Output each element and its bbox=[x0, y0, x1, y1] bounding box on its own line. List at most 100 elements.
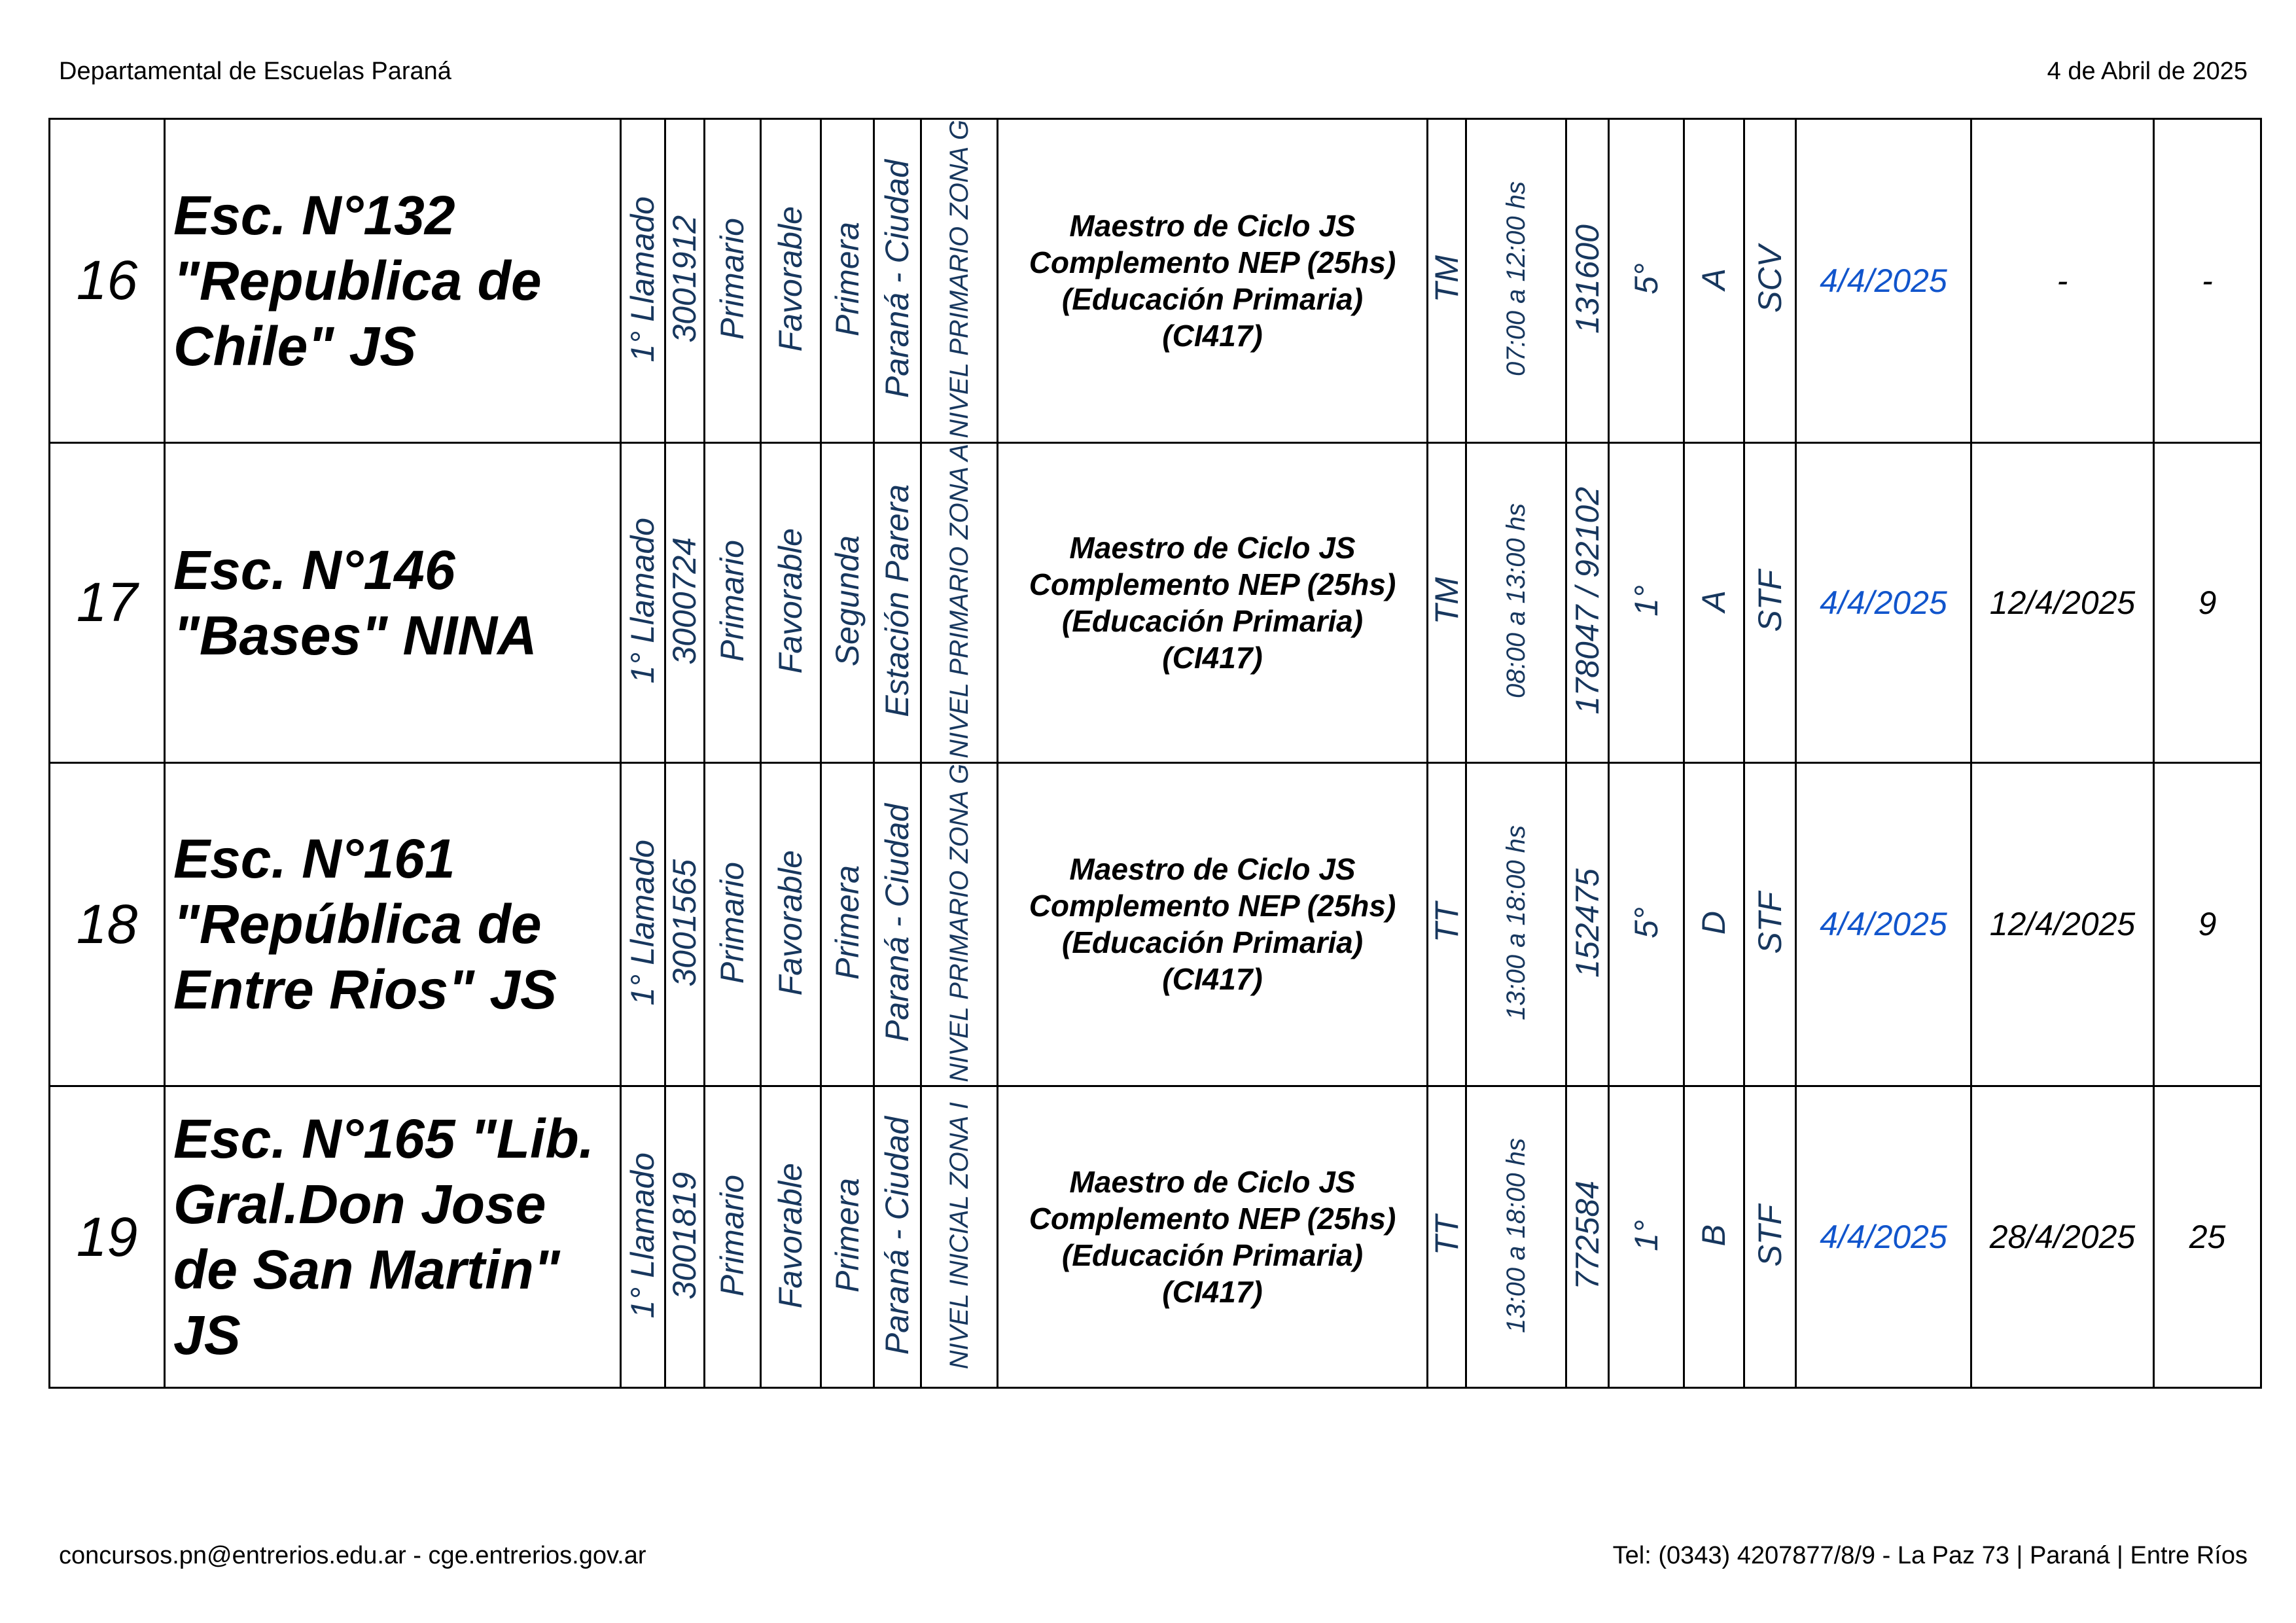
category: Primera bbox=[828, 221, 866, 336]
shift-cell: TM bbox=[1426, 118, 1467, 444]
shift-cell: TT bbox=[1426, 761, 1467, 1088]
section: A bbox=[1695, 268, 1733, 291]
category-cell: Segunda bbox=[820, 441, 875, 764]
type: Favorable bbox=[772, 1162, 809, 1309]
position-line: (CI417) bbox=[1162, 962, 1263, 997]
call-number: 1° Llamado bbox=[624, 196, 662, 363]
start-date-cell: 4/4/2025 bbox=[1795, 441, 1972, 764]
locality: Estación Parera bbox=[879, 484, 916, 718]
school-name: Esc. N°165 "Lib. Gral.Don Jose de San Ma… bbox=[173, 1108, 595, 1366]
position-line: Complemento NEP (25hs) bbox=[1029, 1202, 1396, 1236]
end-date-cell: 12/4/2025 bbox=[1970, 441, 2155, 764]
schedule: 07:00 a 12:00 hs bbox=[1502, 181, 1530, 377]
position-id: 131600 bbox=[1568, 224, 1606, 334]
school-code: 3001912 bbox=[666, 215, 703, 343]
locality-cell: Estación Parera bbox=[873, 441, 922, 764]
days: 9 bbox=[2198, 906, 2217, 943]
shift-cell: TM bbox=[1426, 441, 1467, 764]
position-line: Complemento NEP (25hs) bbox=[1029, 245, 1396, 279]
category: Segunda bbox=[828, 535, 866, 667]
grade-cell: 1° bbox=[1608, 1085, 1685, 1389]
start-date-cell: 4/4/2025 bbox=[1795, 1085, 1972, 1389]
level-cell: Primario bbox=[703, 1085, 762, 1389]
row-number: 17 bbox=[76, 571, 138, 633]
schedule: 08:00 a 13:00 hs bbox=[1502, 503, 1530, 699]
schedule-cell: 13:00 a 18:00 hs bbox=[1465, 1085, 1567, 1389]
position-line: Complemento NEP (25hs) bbox=[1029, 567, 1396, 601]
end-date: 28/4/2025 bbox=[1989, 1219, 2136, 1256]
days: 25 bbox=[2189, 1219, 2226, 1256]
school-name: Esc. N°132 "Republica de Chile" JS bbox=[173, 184, 542, 377]
school-name: Esc. N°146 "Bases" NINA bbox=[173, 539, 537, 666]
row-number-cell: 18 bbox=[48, 761, 166, 1088]
section: B bbox=[1695, 1224, 1733, 1247]
school-code: 3001565 bbox=[666, 859, 703, 987]
grade-cell: 5° bbox=[1608, 118, 1685, 444]
table-row: 19 Esc. N°165 "Lib. Gral.Don Jose de San … bbox=[48, 1085, 2262, 1389]
days-cell: 9 bbox=[2153, 441, 2262, 764]
grade: 1° bbox=[1627, 585, 1665, 617]
row-number: 19 bbox=[76, 1205, 138, 1268]
start-date: 4/4/2025 bbox=[1820, 262, 1947, 299]
type: Favorable bbox=[772, 849, 809, 996]
level: Primario bbox=[714, 861, 751, 984]
locality-cell: Paraná - Ciudad bbox=[873, 761, 922, 1088]
school-name-cell: Esc. N°161 "República de Entre Rios" JS bbox=[164, 761, 622, 1088]
shift-cell: TT bbox=[1426, 1085, 1467, 1389]
position-line: (CI417) bbox=[1162, 640, 1263, 675]
locality: Paraná - Ciudad bbox=[879, 803, 916, 1043]
position-line: (CI417) bbox=[1162, 1275, 1263, 1310]
locality-cell: Paraná - Ciudad bbox=[873, 1085, 922, 1389]
row-number-cell: 19 bbox=[48, 1085, 166, 1389]
zone-cell: NIVEL PRIMARIO ZONA G bbox=[920, 761, 998, 1088]
call-number: 1° Llamado bbox=[624, 1152, 662, 1319]
section-cell: A bbox=[1683, 441, 1745, 764]
school-name: Esc. N°161 "República de Entre Rios" JS bbox=[173, 828, 557, 1021]
school-code-cell: 3001819 bbox=[664, 1085, 705, 1389]
school-name-cell: Esc. N°146 "Bases" NINA bbox=[164, 441, 622, 764]
days-cell: 25 bbox=[2153, 1085, 2262, 1389]
schedule: 13:00 a 18:00 hs bbox=[1502, 825, 1530, 1020]
position-id-cell: 178047 / 92102 bbox=[1565, 441, 1610, 764]
shift: TM bbox=[1428, 255, 1465, 303]
zone-cell: NIVEL INICIAL ZONA I bbox=[920, 1085, 998, 1389]
end-date-cell: - bbox=[1970, 118, 2155, 444]
days: - bbox=[2202, 262, 2213, 299]
row-number-cell: 17 bbox=[48, 441, 166, 764]
category-cell: Primera bbox=[820, 118, 875, 444]
position-id: 772584 bbox=[1568, 1181, 1606, 1291]
position-line: Complemento NEP (25hs) bbox=[1029, 889, 1396, 923]
school-code-cell: 3000724 bbox=[664, 441, 705, 764]
type-cell: Favorable bbox=[760, 1085, 822, 1389]
position-line: (CI417) bbox=[1162, 318, 1263, 353]
status: STF bbox=[1751, 1204, 1788, 1267]
position-line: Maestro de Ciclo JS bbox=[1069, 852, 1356, 887]
level-cell: Primario bbox=[703, 761, 762, 1088]
school-code-cell: 3001912 bbox=[664, 118, 705, 444]
shift: TM bbox=[1428, 577, 1465, 625]
call-number: 1° Llamado bbox=[624, 840, 662, 1006]
position-line: Maestro de Ciclo JS bbox=[1069, 208, 1356, 243]
section-cell: D bbox=[1683, 761, 1745, 1088]
level: Primario bbox=[714, 218, 751, 340]
school-code-cell: 3001565 bbox=[664, 761, 705, 1088]
status-cell: SCV bbox=[1743, 118, 1797, 444]
shift: TT bbox=[1428, 1215, 1465, 1256]
zone: NIVEL PRIMARIO ZONA G bbox=[945, 763, 974, 1082]
footer-contact-phone: Tel: (0343) 4207877/8/9 - La Paz 73 | Pa… bbox=[1612, 1542, 2248, 1569]
position-line: (Educación Primaria) bbox=[1061, 603, 1364, 638]
grade-cell: 5° bbox=[1608, 761, 1685, 1088]
call-number-cell: 1° Llamado bbox=[620, 441, 666, 764]
type: Favorable bbox=[772, 206, 809, 352]
status: STF bbox=[1751, 569, 1788, 632]
school-name-cell: Esc. N°165 "Lib. Gral.Don Jose de San Ma… bbox=[164, 1085, 622, 1389]
grade: 5° bbox=[1627, 907, 1665, 938]
section: D bbox=[1695, 910, 1733, 935]
schedule-cell: 13:00 a 18:00 hs bbox=[1465, 761, 1567, 1088]
